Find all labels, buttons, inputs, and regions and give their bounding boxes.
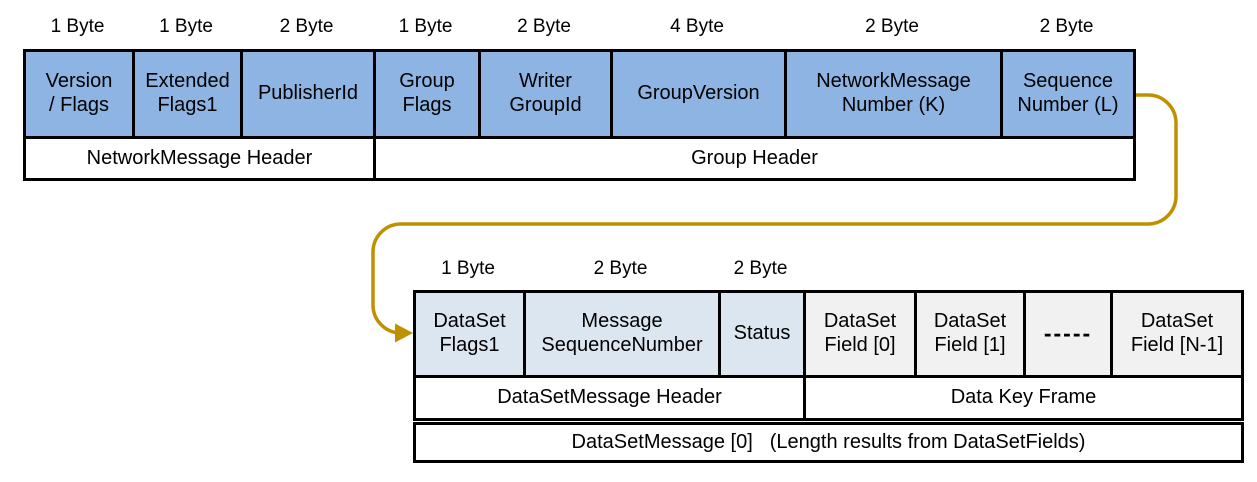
network-message-table: Version / Flags Extended Flags1 Publishe… (23, 49, 1136, 181)
byte-label: 1 Byte (441, 258, 495, 279)
datasetmessage-0-label: DataSetMessage [0] (571, 431, 753, 453)
byte-label: 4 Byte (670, 16, 724, 37)
byte-label: 1 Byte (159, 16, 213, 37)
byte-label: 2 Byte (279, 16, 334, 37)
byte-label: 2 Byte (517, 16, 571, 37)
field-cell-networkmessage-number: NetworkMessage Number (K) (787, 52, 1000, 136)
field-cell-group-flags: Group Flags (376, 52, 478, 136)
field-cell-dataset-field-0: DataSet Field [0] (806, 293, 914, 375)
field-cell-status: Status (721, 293, 803, 375)
field-cell-groupversion: GroupVersion (613, 52, 784, 136)
group-cell-data-key-frame: Data Key Frame (806, 378, 1241, 418)
byte-label: 1 Byte (398, 16, 453, 37)
byte-label: 2 Byte (1039, 16, 1094, 37)
group-cell-group-header: Group Header (376, 139, 1133, 178)
byte-label: 1 Byte (50, 16, 105, 37)
field-cell-sequence-number: Sequence Number (L) (1003, 52, 1133, 136)
field-cell-dataset-flags1: DataSet Flags1 (416, 293, 523, 375)
field-cell-writer-groupid: Writer GroupId (481, 52, 610, 136)
byte-label: 2 Byte (593, 258, 648, 279)
field-cell-message-sequencenumber: Message SequenceNumber (526, 293, 718, 375)
field-cell-dataset-field-1: DataSet Field [1] (917, 293, 1023, 375)
dataset-table-byte-labels: 1 Byte 2 Byte 2 Byte (413, 254, 803, 284)
datasetmessage-0-note: (Length results from DataSetFields) (769, 431, 1086, 453)
datasetmessage-0-row: DataSetMessage [0] (Length results from … (413, 422, 1244, 463)
field-cell-version-flags: Version / Flags (26, 52, 132, 136)
field-cell-publisherid: PublisherId (243, 52, 373, 136)
group-cell-networkmessage-header: NetworkMessage Header (26, 139, 373, 178)
byte-label: 2 Byte (865, 16, 919, 37)
wrap-arrow-head (395, 323, 413, 343)
dataset-message-table: DataSet Flags1 Message SequenceNumber St… (413, 290, 1244, 421)
network-table-byte-labels: 1 Byte 1 Byte 2 Byte 1 Byte 2 Byte 4 Byt… (23, 12, 1133, 42)
field-cell-dataset-field-n1: DataSet Field [N-1] (1113, 293, 1241, 375)
ellipsis-cell: ----- (1026, 293, 1110, 375)
byte-label: 2 Byte (733, 258, 788, 279)
field-cell-extended-flags1: Extended Flags1 (135, 52, 240, 136)
group-cell-datasetmessage-header: DataSetMessage Header (416, 378, 803, 418)
